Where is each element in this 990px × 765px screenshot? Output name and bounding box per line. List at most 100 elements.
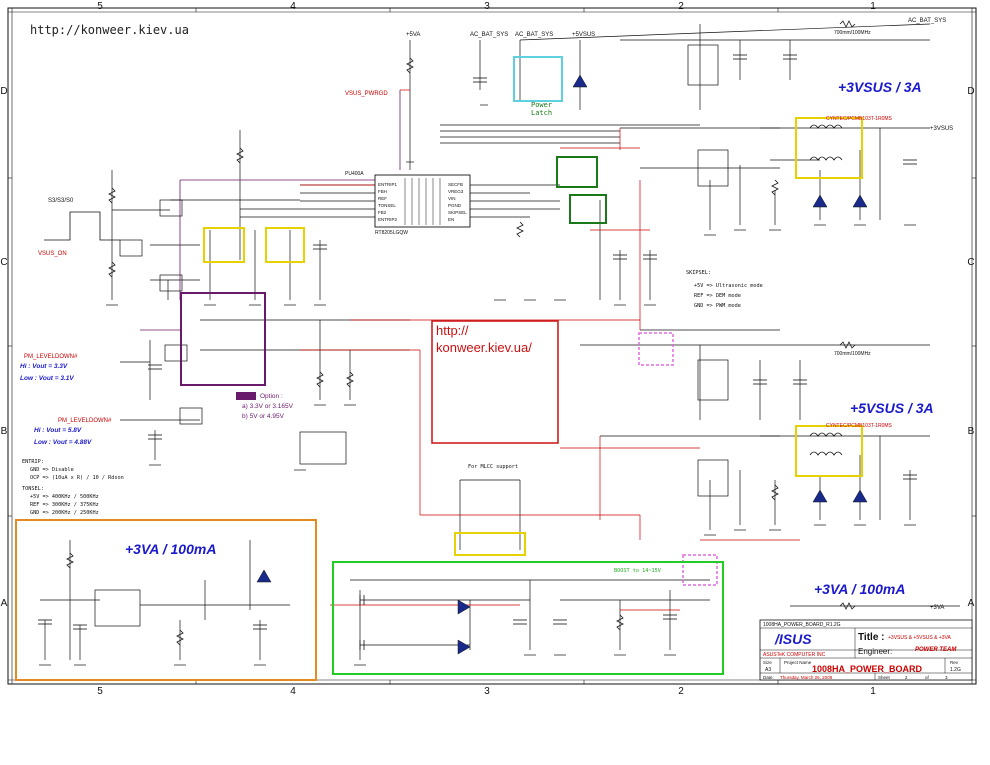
row-label-c-left: C — [0, 257, 7, 268]
tb-project-label: Project Name — [784, 660, 812, 665]
low-3v1-note: Low : Vout = 3.1V — [20, 375, 74, 382]
ground-symbols — [39, 104, 916, 666]
col-label-5-top: 5 — [97, 1, 103, 12]
title-block: 1008HA_POWER_BOARD_R1.2G /ISUS ASUSTeK C… — [759, 619, 973, 681]
center-url-line-2: konweer.kiev.ua/ — [436, 340, 532, 355]
tb-of-value: 3 — [945, 675, 948, 680]
green-box-pr419 — [569, 194, 607, 224]
tb-sheet-value: 2 — [905, 675, 908, 680]
yellow-box-pr402 — [203, 227, 245, 263]
hi-3v3-note: Hi : Vout = 3.3V — [20, 363, 68, 370]
col-label-4-bottom: 4 — [290, 686, 296, 697]
tb-rev-value: 1.2G — [950, 667, 961, 673]
power-latch-label-2: Latch — [531, 109, 552, 117]
wiring-purple — [140, 90, 401, 331]
rail-title-3vsus: +3VSUS / 3A — [838, 79, 922, 95]
svg-text:SECFB: SECFB — [448, 182, 463, 187]
col-label-3-top: 3 — [484, 1, 490, 12]
tb-project-value: 1008HA_POWER_BOARD — [812, 664, 923, 674]
yellow-box-inductor-5vsus — [795, 425, 863, 477]
col-label-1-bottom: 1 — [870, 686, 876, 697]
tb-date-label: Date: — [763, 675, 774, 680]
entrip-title: ENTRIP: — [22, 459, 44, 465]
vsus-pwrgd-label: VSUS_PWRGD — [345, 91, 388, 97]
ac-bat-sys-label-3: AC_BAT_SYS — [908, 18, 946, 24]
tb-rev-label: Rev — [950, 660, 959, 665]
inductor-top-label: CYNTEC/PCMB103T-1R0MS — [826, 116, 893, 122]
svg-text:TONSEL: TONSEL — [378, 203, 396, 208]
tb-sheet-label: Sheet — [878, 675, 891, 680]
center-url-line-1: http:// — [436, 323, 469, 338]
col-label-2-top: 2 — [678, 1, 684, 12]
skipsel-title: SKIPSEL: — [686, 270, 711, 276]
row-label-d-right: D — [967, 86, 974, 97]
svg-text:EN: EN — [448, 217, 454, 222]
svg-text:REF: REF — [378, 196, 387, 201]
tb-company: ASUSTeK COMPUTER INC — [763, 652, 826, 658]
skipsel-c: GND => PWM mode — [694, 303, 741, 309]
option-tag — [236, 392, 256, 400]
capacitors — [38, 54, 917, 650]
tb-title-value: +3VSUS & +5VSUS & +3VA — [888, 635, 952, 641]
svg-text:VIN: VIN — [448, 196, 456, 201]
row-label-a-left: A — [1, 598, 8, 609]
yellow-box-pc425 — [454, 532, 526, 556]
s3-label: S3/S3/S0 — [48, 198, 74, 204]
entrip-gnd: GND => Disable — [30, 467, 74, 473]
plus3vsus-label: +3VSUS — [930, 126, 953, 132]
vsus-on-label: VSUS_ON — [38, 251, 67, 257]
rail-title-3va-left: +3VA / 100mA — [125, 541, 216, 557]
green-box-boost — [332, 561, 724, 675]
green-box-pr418 — [556, 156, 598, 188]
option-a: a) 3.3V or 3.165V — [242, 403, 294, 410]
ic-name: RT8205LGQW — [375, 230, 408, 236]
svg-text:FBH: FBH — [378, 189, 387, 194]
pm-leveldown-label-2: PM_LEVELDOWN# — [58, 418, 112, 424]
mosfets — [94, 44, 729, 627]
tb-size-value: A3 — [765, 667, 771, 673]
ic-ref: PU400A — [345, 171, 364, 177]
low-4v88-note: Low : Vout = 4.88V — [34, 439, 92, 446]
col-label-3-bottom: 3 — [484, 686, 490, 697]
diodes — [256, 74, 868, 655]
svg-text:VREG3: VREG3 — [448, 189, 464, 194]
skipsel-b: REF => DEM mode — [694, 293, 741, 299]
power-latch-label-1: Power — [531, 101, 552, 109]
for-mlcc-label: For MLCC support — [468, 464, 518, 470]
wiring-red-nets — [300, 89, 800, 611]
ac-bat-sys-label-1: AC_BAT_SYS — [470, 32, 508, 38]
watermark-url: http://konweer.kiev.ua — [30, 23, 189, 37]
bead-mid-label: 700mm/100MHz — [834, 351, 871, 357]
row-label-d-left: D — [0, 86, 7, 97]
row-label-b-left: B — [1, 426, 8, 437]
svg-text:FB2: FB2 — [378, 210, 387, 215]
inductor-mid-label: CYNTEC/PCMB103T-1R0MS — [826, 423, 893, 429]
url-red-box — [431, 320, 559, 444]
rail-title-3va-right: +3VA / 100mA — [814, 581, 905, 597]
pink-box-pc402 — [638, 332, 674, 366]
bead-top-label: 700mm/100MHz — [834, 30, 871, 36]
inductors — [809, 124, 843, 456]
tonsel-title: TONSEL: — [22, 486, 44, 492]
entrip-oc: OCP => (10uA x R) / 10 / Rdson — [30, 475, 124, 481]
col-label-5-bottom: 5 — [97, 686, 103, 697]
pm-leveldown-label-1: PM_LEVELDOWN# — [24, 354, 78, 360]
tb-engineer-label: Engineer: — [858, 647, 892, 656]
skipsel-a: +5V => Ultrasonic mode — [694, 283, 763, 289]
plus3va-label: +3VA — [930, 605, 944, 611]
col-label-4-top: 4 — [290, 1, 296, 12]
plus5vsus-label: +5VSUS — [572, 32, 595, 38]
orange-box-3va — [15, 519, 317, 681]
hi-5v8-note: Hi : Vout = 5.8V — [34, 427, 82, 434]
yellow-box-pr405 — [265, 227, 305, 263]
col-label-1-top: 1 — [870, 1, 876, 12]
tb-title-label: Title : — [858, 632, 884, 643]
purple-box-feedback — [180, 292, 266, 386]
plus5va-label: +5VA — [406, 32, 420, 38]
col-label-2-bottom: 2 — [678, 686, 684, 697]
tb-date-value: Thursday, March 26, 2009 — [780, 675, 833, 680]
row-label-a-right: A — [968, 598, 975, 609]
rail-title-5vsus: +5VSUS / 3A — [850, 400, 934, 416]
